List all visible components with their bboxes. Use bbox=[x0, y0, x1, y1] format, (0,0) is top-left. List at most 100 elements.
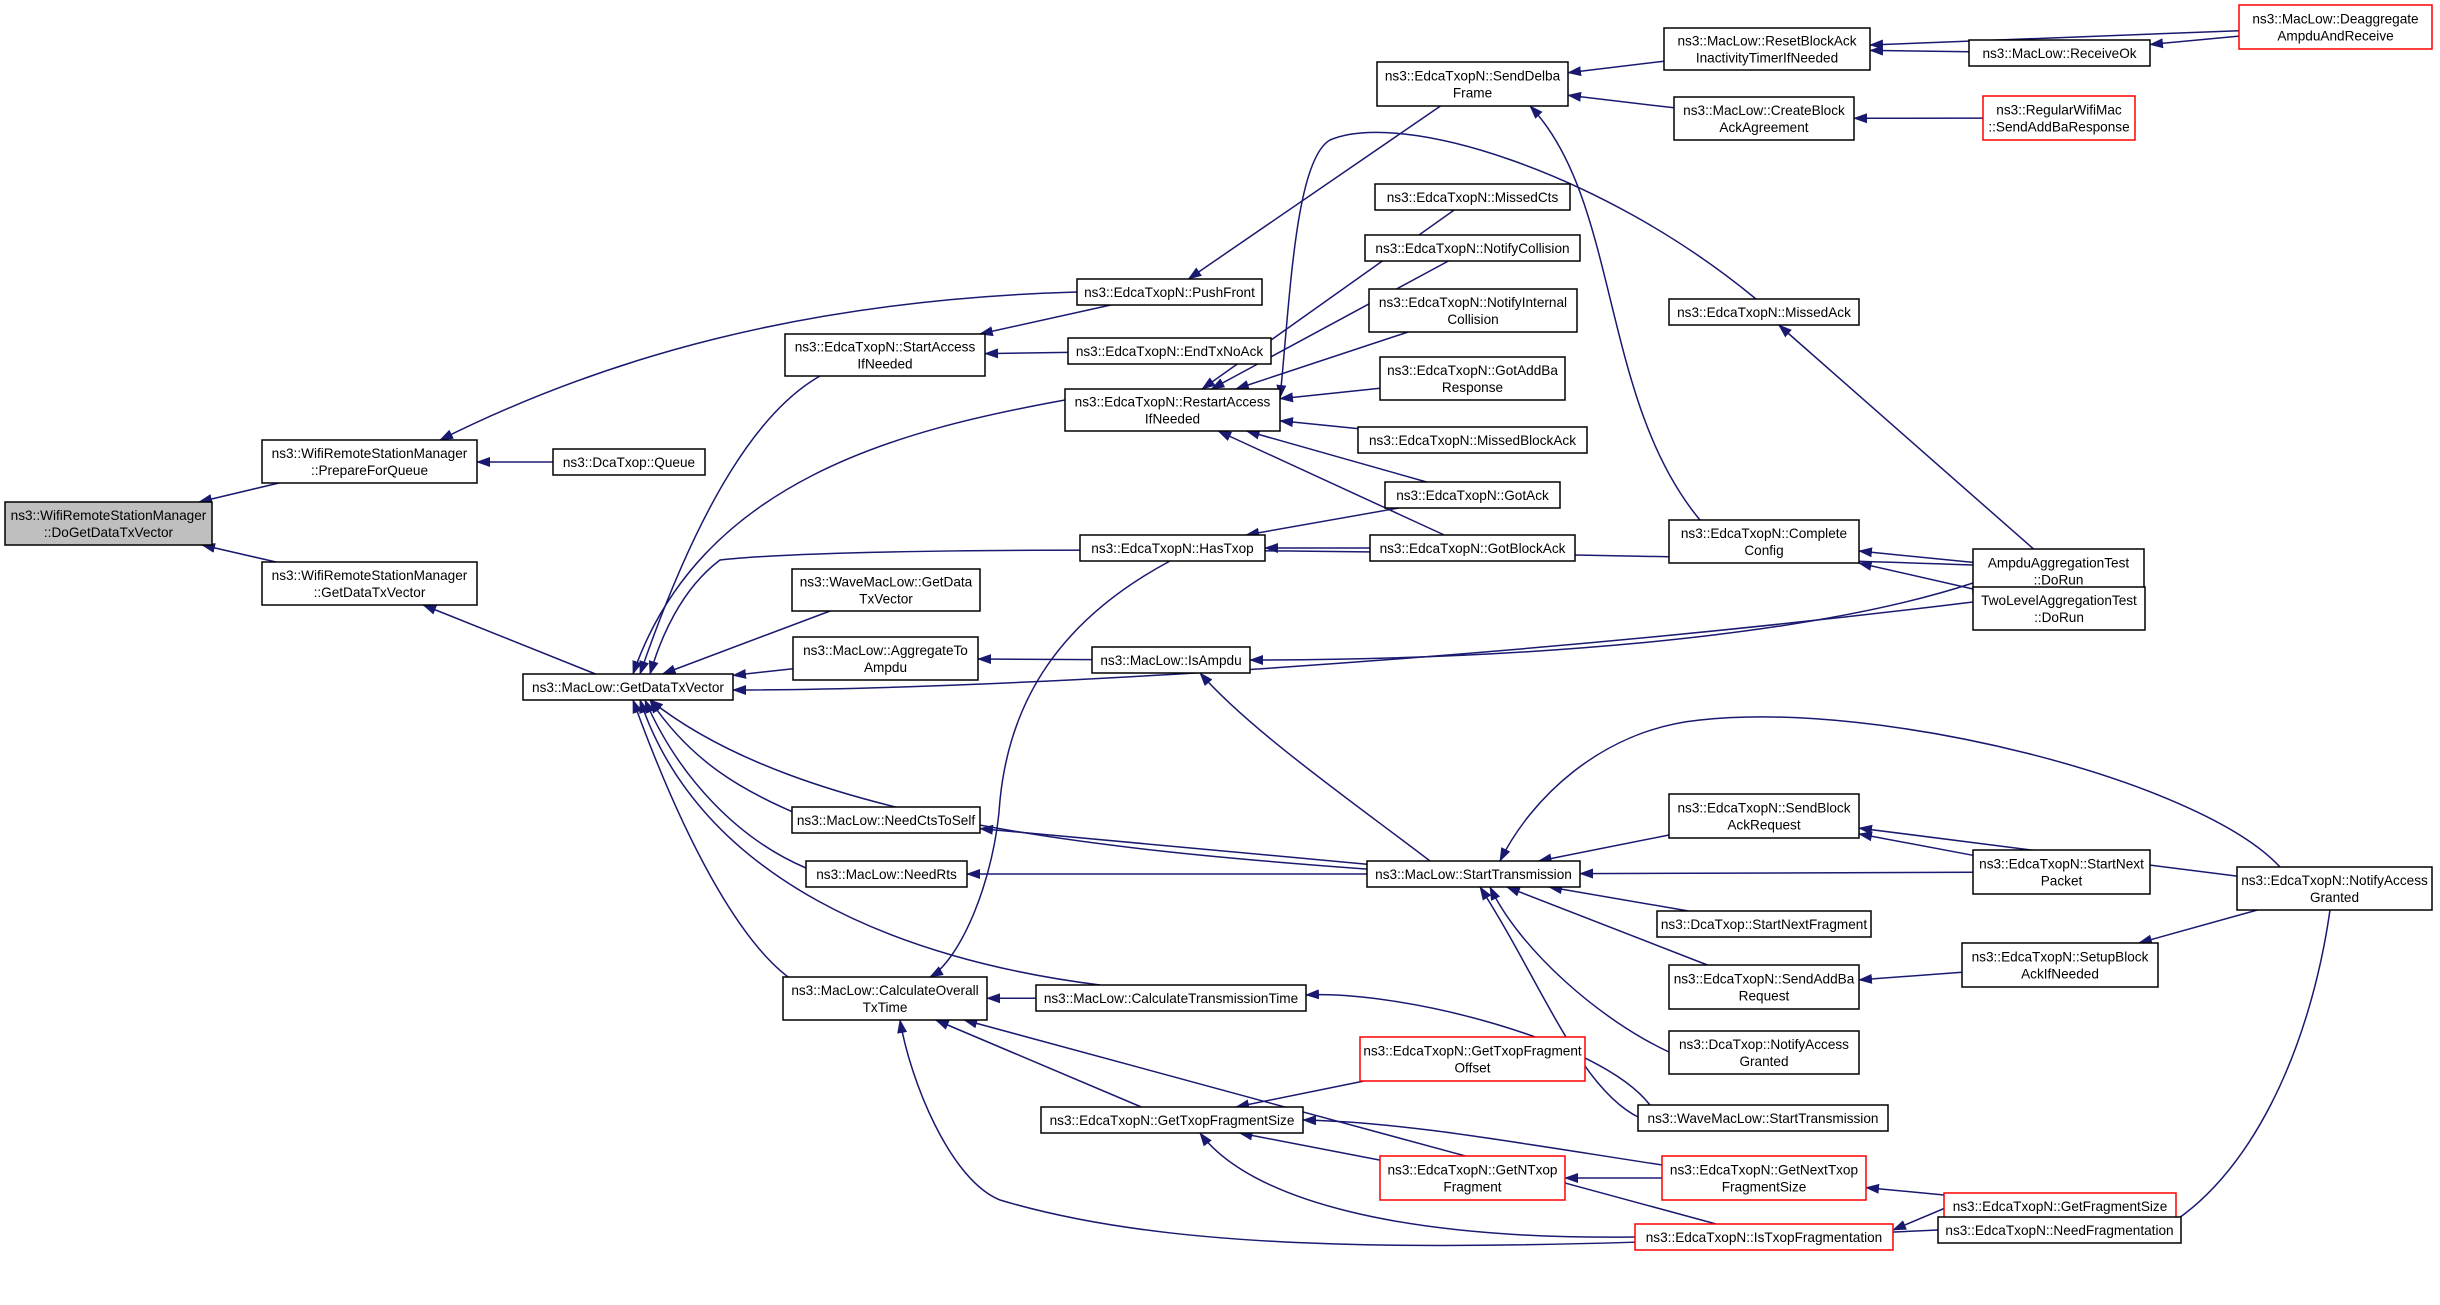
node-getFragmentSize[interactable]: ns3::EdcaTxopN::GetFragmentSize bbox=[1943, 1192, 2177, 1220]
edge-deaggregate-to-receiveOk bbox=[2149, 35, 2240, 49]
node-box bbox=[1663, 27, 1871, 71]
node-label: ns3::RegularWifiMac bbox=[1996, 103, 2122, 118]
node-label: ns3::MacLow::AggregateTo bbox=[803, 643, 968, 658]
node-dcaStartNextFrag[interactable]: ns3::DcaTxop::StartNextFragment bbox=[1656, 910, 1872, 938]
node-label: ns3::EdcaTxopN::NotifyAccess bbox=[2241, 873, 2428, 888]
node-wrsmGetDataTxVector[interactable]: ns3::WifiRemoteStationManager::GetDataTx… bbox=[261, 561, 478, 606]
node-pushFront[interactable]: ns3::EdcaTxopN::PushFront bbox=[1076, 278, 1263, 306]
node-label: Collision bbox=[1447, 312, 1498, 327]
edge-setupBlockAck-to-sendAddBaReq bbox=[1858, 971, 1963, 984]
node-box bbox=[1076, 278, 1263, 306]
node-label: Granted bbox=[2310, 890, 2359, 905]
node-missedAck[interactable]: ns3::EdcaTxopN::MissedAck bbox=[1668, 298, 1860, 326]
node-twoLevelTest[interactable]: TwoLevelAggregationTest::DoRun bbox=[1972, 586, 2146, 631]
node-label: ns3::EdcaTxopN::SetupBlock bbox=[1972, 950, 2149, 965]
node-label: ns3::EdcaTxopN::EndTxNoAck bbox=[1076, 344, 1264, 359]
edge-missedAck-to-restartAccess bbox=[1276, 131, 1757, 399]
node-needCtsToSelf[interactable]: ns3::MacLow::NeedCtsToSelf bbox=[791, 806, 981, 834]
node-calcTransTime[interactable]: ns3::MacLow::CalculateTransmissionTime bbox=[1035, 984, 1307, 1012]
node-box bbox=[805, 860, 968, 888]
edge-startTransmission-to-macGetDataTxVector bbox=[649, 699, 1381, 871]
node-endTxNoAck[interactable]: ns3::EdcaTxopN::EndTxNoAck bbox=[1067, 337, 1272, 365]
node-needRts[interactable]: ns3::MacLow::NeedRts bbox=[805, 860, 968, 888]
node-box bbox=[261, 561, 478, 606]
node-macGetDataTxVector[interactable]: ns3::MacLow::GetDataTxVector bbox=[522, 673, 734, 701]
node-startTransmission[interactable]: ns3::MacLow::StartTransmission bbox=[1366, 860, 1581, 888]
node-box bbox=[1968, 39, 2151, 67]
node-sendAddBaResp[interactable]: ns3::RegularWifiMac::SendAddBaResponse bbox=[1982, 95, 2136, 141]
node-root[interactable]: ns3::WifiRemoteStationManager::DoGetData… bbox=[4, 501, 213, 546]
node-needFragmentation[interactable]: ns3::EdcaTxopN::NeedFragmentation bbox=[1937, 1216, 2182, 1244]
node-waveGetData[interactable]: ns3::WaveMacLow::GetDataTxVector bbox=[791, 568, 981, 612]
node-label: AckAgreement bbox=[1719, 120, 1808, 135]
node-missedBlockAck[interactable]: ns3::EdcaTxopN::MissedBlockAck bbox=[1357, 426, 1588, 454]
node-box bbox=[1673, 96, 1855, 141]
node-box bbox=[1364, 234, 1581, 262]
edge-sendBlockAckReq-to-startTransmission bbox=[1537, 834, 1670, 864]
node-box bbox=[522, 673, 734, 701]
node-hasTxop[interactable]: ns3::EdcaTxopN::HasTxop bbox=[1079, 534, 1266, 562]
node-gotAck[interactable]: ns3::EdcaTxopN::GotAck bbox=[1384, 481, 1561, 509]
node-prepareForQueue[interactable]: ns3::WifiRemoteStationManager::PrepareFo… bbox=[261, 439, 478, 484]
node-label: AmpduAndReceive bbox=[2277, 29, 2393, 44]
edge-getTxopFragSize-to-calcOverall bbox=[934, 1019, 1142, 1108]
node-resetBlockAck[interactable]: ns3::MacLow::ResetBlockAckInactivityTime… bbox=[1663, 27, 1871, 71]
node-waveStartTrans[interactable]: ns3::WaveMacLow::StartTransmission bbox=[1637, 1104, 1889, 1132]
node-dcaQueue[interactable]: ns3::DcaTxop::Queue bbox=[552, 448, 706, 476]
node-label: ns3::MacLow::Deaggregate bbox=[2252, 12, 2418, 27]
node-label: ns3::WaveMacLow::GetData bbox=[800, 575, 973, 590]
node-getTxopFragSize[interactable]: ns3::EdcaTxopN::GetTxopFragmentSize bbox=[1040, 1106, 1304, 1134]
node-box bbox=[4, 501, 213, 546]
node-label: TxVector bbox=[859, 592, 913, 607]
node-label: InactivityTimerIfNeeded bbox=[1696, 51, 1838, 66]
node-box bbox=[792, 636, 979, 681]
edge-startTransmission-to-isAmpdu bbox=[1199, 672, 1431, 862]
node-isTxopFrag[interactable]: ns3::EdcaTxopN::IsTxopFragmentation bbox=[1634, 1223, 1894, 1251]
node-box bbox=[782, 976, 988, 1021]
node-label: ns3::EdcaTxopN::MissedAck bbox=[1677, 305, 1851, 320]
node-label: ns3::MacLow::ResetBlockAck bbox=[1677, 34, 1856, 49]
edge-notifyCollision-to-restartAccess bbox=[1210, 260, 1449, 390]
edge-dcaNotifyAccess-to-startTransmission bbox=[1489, 886, 1670, 1053]
node-box bbox=[1972, 586, 2146, 631]
node-notifyCollision[interactable]: ns3::EdcaTxopN::NotifyCollision bbox=[1364, 234, 1581, 262]
node-isAmpdu[interactable]: ns3::MacLow::IsAmpdu bbox=[1091, 646, 1251, 674]
edge-sendDelba-to-pushFront bbox=[1187, 105, 1441, 280]
node-box bbox=[1067, 337, 1272, 365]
edge-prepareForQueue-to-root bbox=[198, 482, 280, 504]
node-receiveOk[interactable]: ns3::MacLow::ReceiveOk bbox=[1968, 39, 2151, 67]
node-label: ns3::EdcaTxopN::StartNext bbox=[1979, 857, 2144, 872]
edge-twoLevelTest-to-completeConfig bbox=[1857, 561, 1974, 590]
node-gotBlockAck[interactable]: ns3::EdcaTxopN::GotBlockAck bbox=[1369, 534, 1576, 562]
node-label: ns3::EdcaTxopN::MissedCts bbox=[1387, 190, 1559, 205]
node-label: ns3::MacLow::NeedCtsToSelf bbox=[797, 813, 976, 828]
node-label: Fragment bbox=[1443, 1180, 1501, 1195]
node-box bbox=[1064, 388, 1281, 432]
node-missedCts[interactable]: ns3::EdcaTxopN::MissedCts bbox=[1374, 183, 1571, 211]
edge-aggregateTo-to-macGetDataTxVector bbox=[732, 667, 794, 679]
node-box bbox=[1668, 519, 1860, 564]
node-ampduTest[interactable]: AmpduAggregationTest::DoRun bbox=[1972, 548, 2145, 594]
node-label: Config bbox=[1744, 543, 1783, 558]
edge-deaggregate-to-resetBlockAck bbox=[1869, 29, 2240, 50]
edge-startTransmission-to-needCtsToSelf bbox=[979, 824, 1368, 865]
